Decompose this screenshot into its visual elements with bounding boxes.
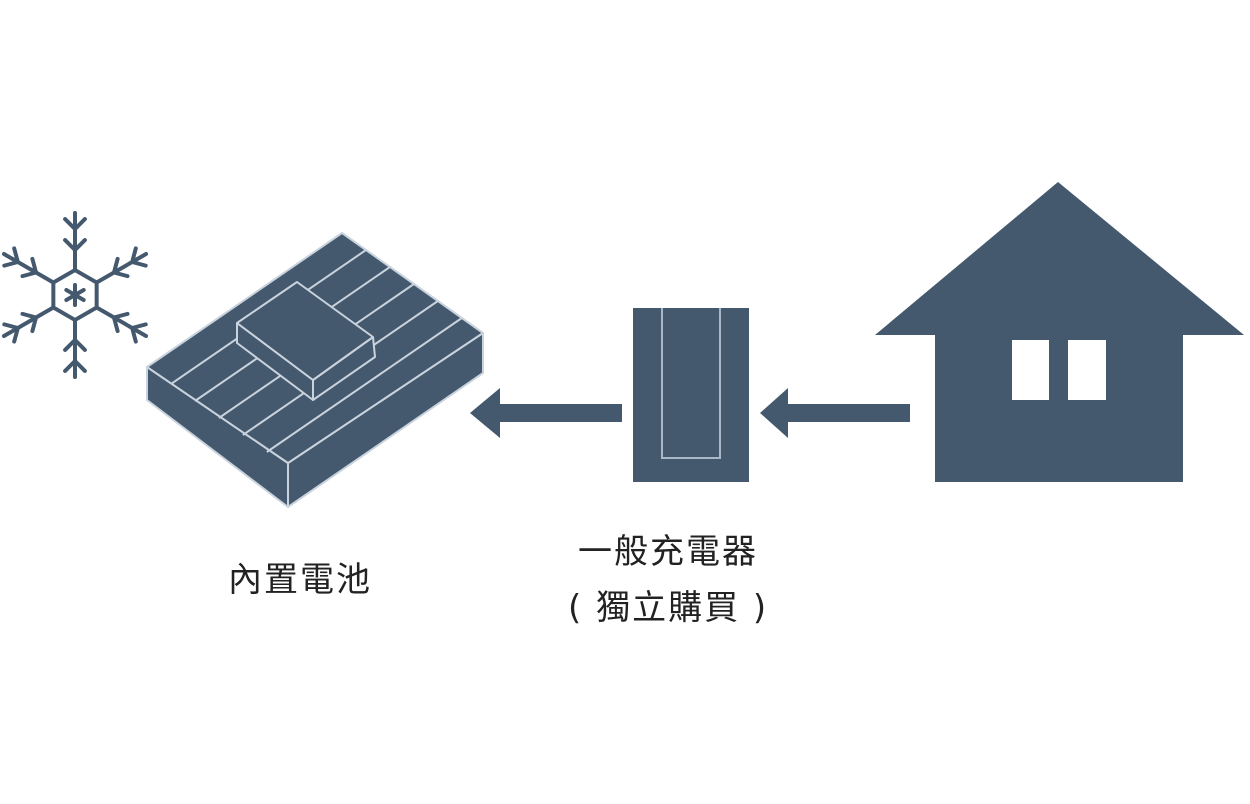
charger-sublabel: ( 獨立購買 ): [568, 588, 769, 628]
battery-label: 內置電池: [228, 560, 372, 600]
snowflake-shape: [1, 211, 149, 379]
charger-icon: [633, 308, 749, 482]
battery-pack-icon: [146, 232, 484, 508]
arrow-left-icon: [470, 388, 622, 438]
charger-label: 一般充電器: [578, 532, 758, 572]
battery-cell-line: [266, 317, 463, 453]
arrow-left-icon: [760, 388, 910, 438]
house-icon: [875, 182, 1244, 482]
snowflake-icon: [1, 211, 149, 379]
